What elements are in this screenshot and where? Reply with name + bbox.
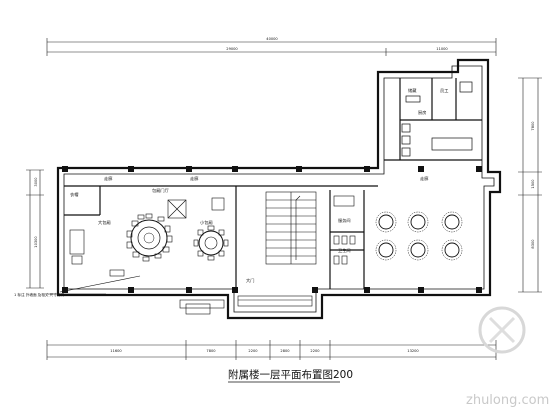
structural-columns [62,166,482,293]
label-small-banquet: 小包厢 [200,219,213,226]
label-service: 服务间 [338,217,351,224]
dim-bottom-5: 2200 [310,349,320,353]
watermark-text: zhulong.com [466,393,549,408]
dim-bottom-4: 2800 [280,349,290,353]
dim-top-left: 29000 [226,47,238,51]
label-corridor-right: 走廊 [420,175,428,182]
watermark: zhulong.com [466,306,549,408]
label-large-banquet: 大包厢 [98,219,111,226]
dim-top-total: 40000 [266,37,278,41]
dim-bottom-1: 11600 [110,349,122,353]
label-note: 1 标注 外墙面 及相关 尺寸说明 [14,292,64,297]
interior-walls [64,78,482,289]
label-restroom: 卫生间 [338,247,351,254]
dim-bottom-6: 13200 [407,349,419,353]
dim-right-3: 8300 [531,239,535,249]
label-entrance: 大门 [246,277,254,284]
dim-bottom-3: 2200 [248,349,258,353]
label-corridor-left: 走廊 [104,175,112,182]
dim-right-1: 7800 [531,121,535,131]
label-corridor-mid: 走廊 [190,175,198,182]
dim-left-1: 3000 [34,177,38,187]
small-round-table [193,225,229,261]
exterior-walls [56,58,502,320]
lounge-tables [69,197,225,277]
label-staff: 员工 [440,88,448,94]
drawing-title: 附属楼一层平面布置图200 [228,368,353,381]
right-dimension-line [518,77,542,293]
staircase [265,191,317,265]
dim-right-2: 1500 [531,179,535,189]
left-dimension-line [26,169,44,289]
restroom-fixtures [333,195,356,265]
label-storage: 储藏 [408,87,417,94]
label-private-room: 包厢门厅 [152,187,169,194]
label-kitchen: 厨房 [418,109,426,116]
large-round-table [126,213,173,262]
top-dimension-line [46,38,497,56]
dim-left-2: 10300 [34,236,38,248]
kitchen-equipment [401,81,473,157]
dining-hall-tables [375,211,463,261]
dim-bottom-2: 7800 [206,349,216,353]
entrance-steps [48,275,313,315]
label-coat: 衣帽 [70,191,78,198]
dim-top-right: 11000 [436,47,448,51]
